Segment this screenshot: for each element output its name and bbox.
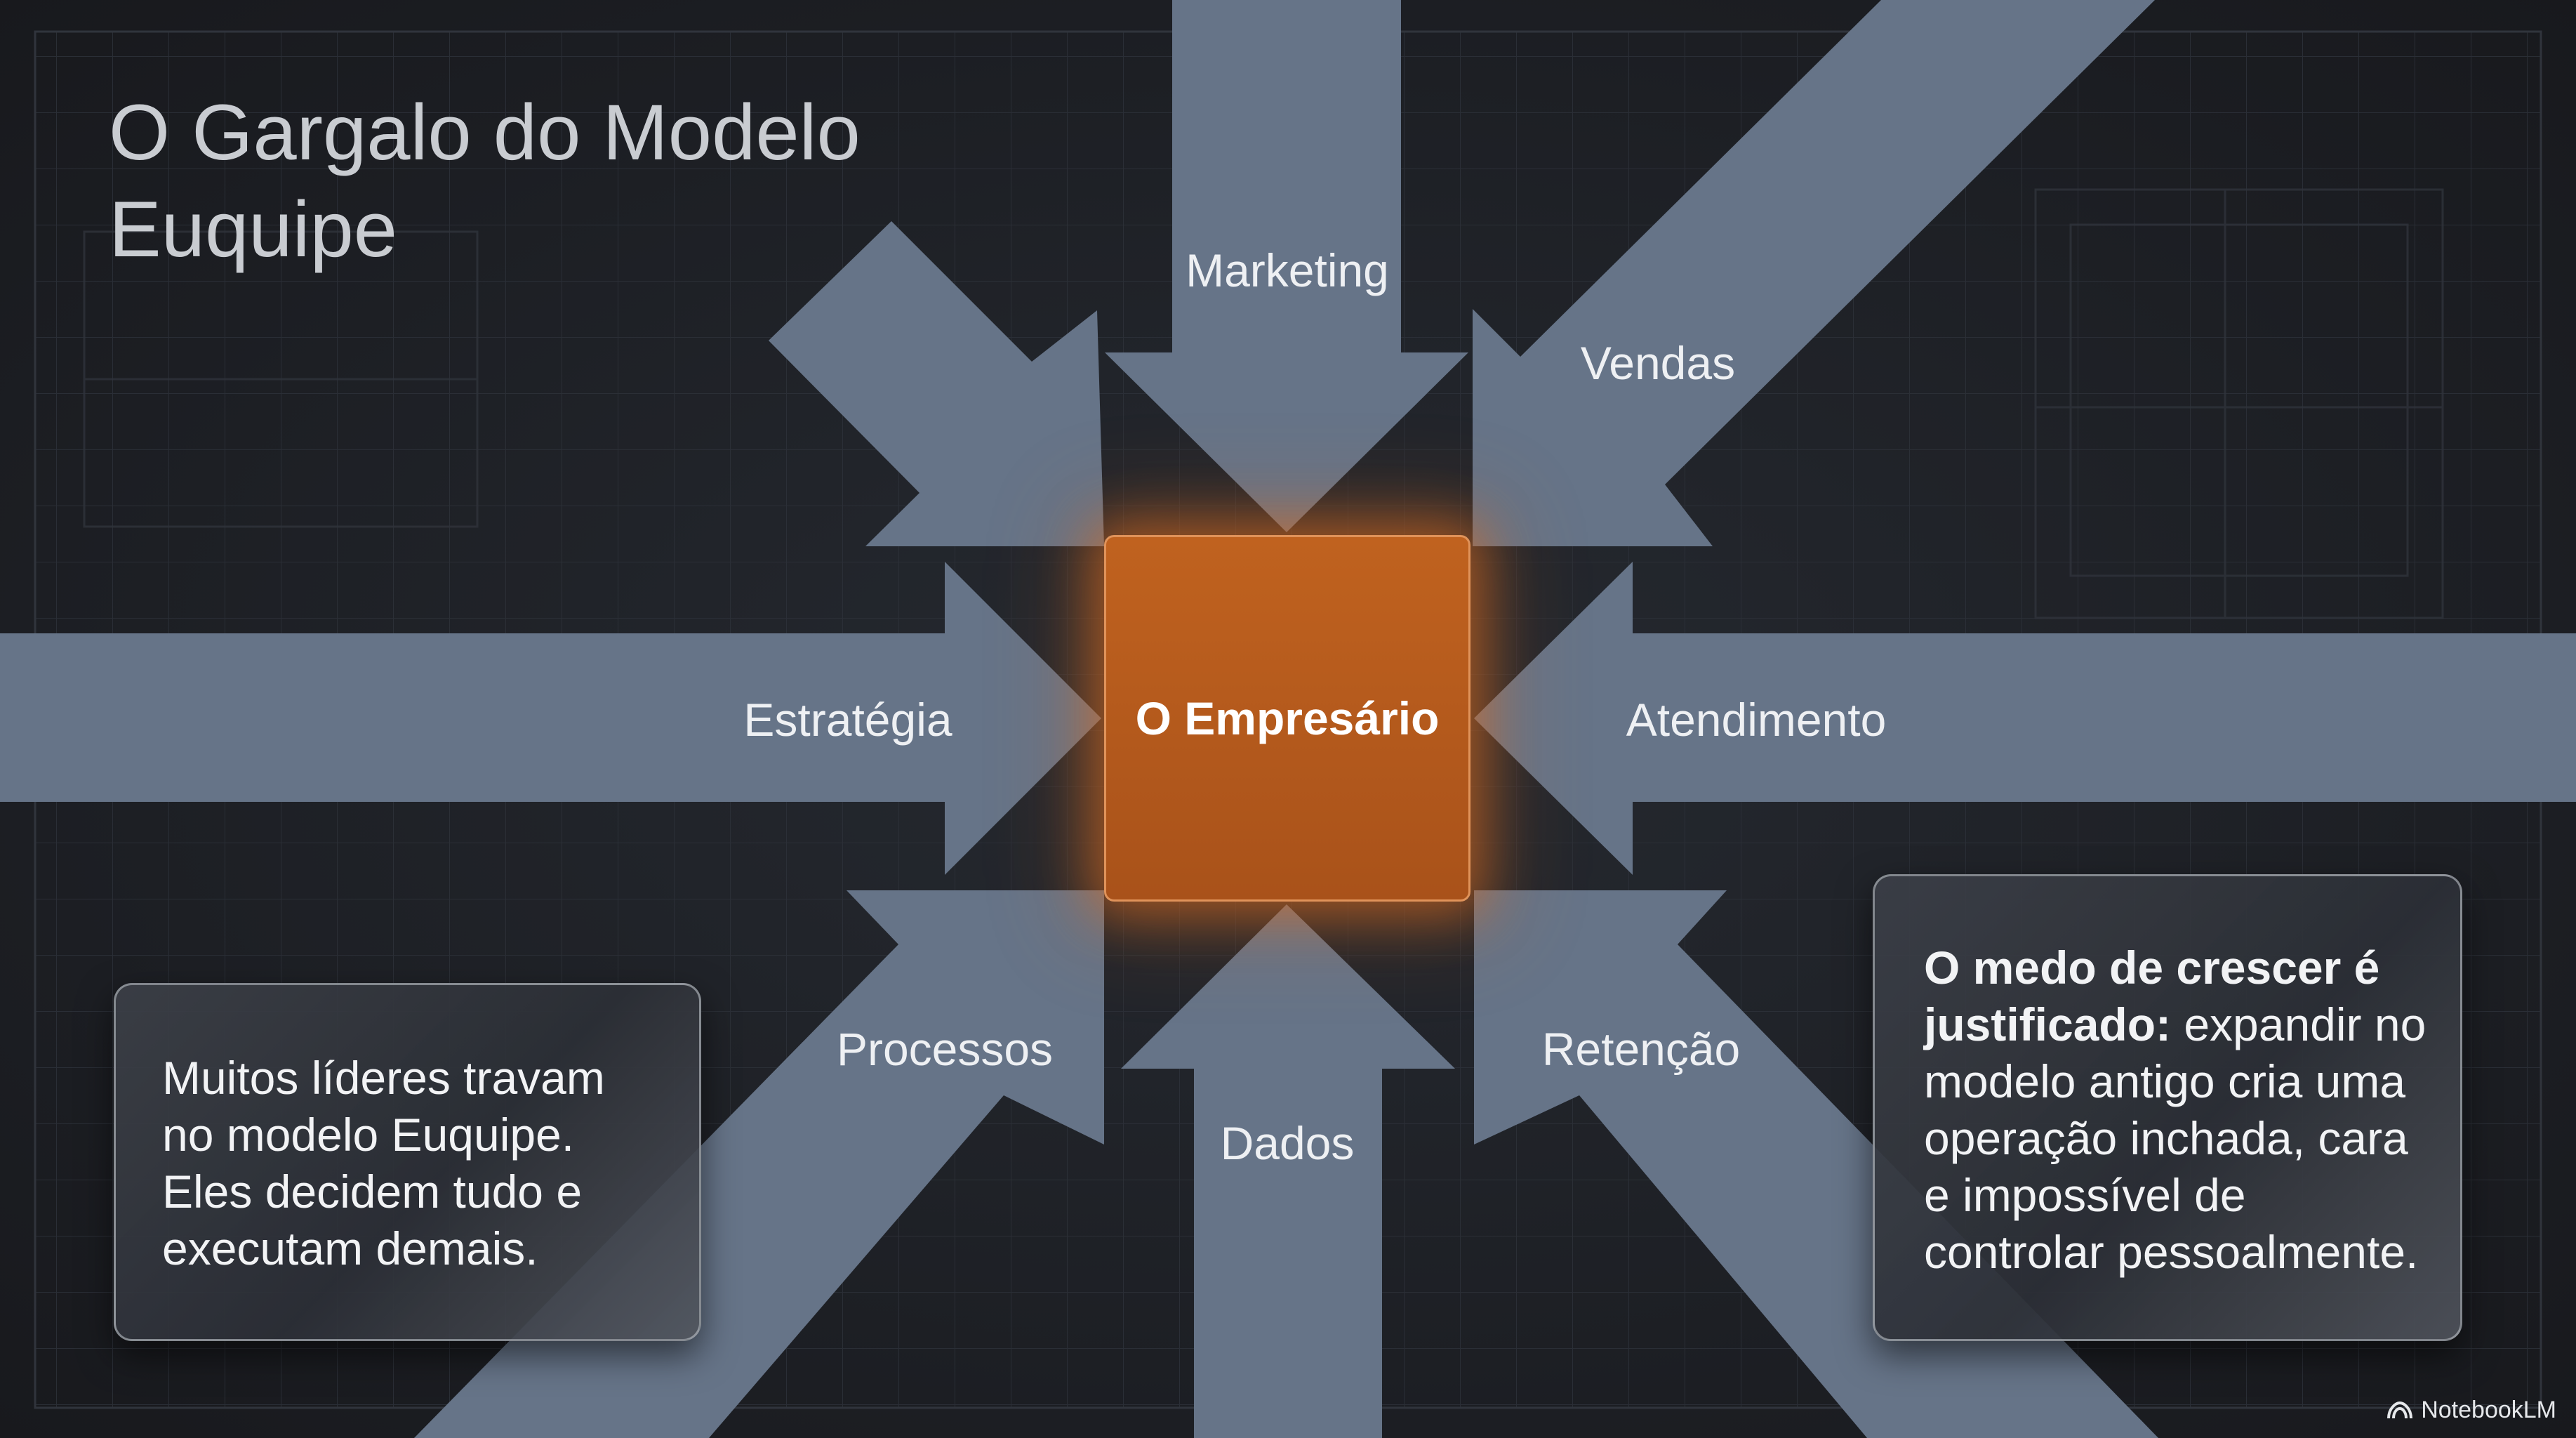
- arrow-marketing: [1105, 0, 1468, 532]
- label-retencao: Retenção: [1541, 1023, 1741, 1075]
- brand-label: NotebookLM: [2421, 1397, 2556, 1423]
- left-card-text: Muitos líderes travam no modelo Euquipe.…: [162, 1052, 605, 1274]
- center-label: O Empresário: [1135, 692, 1440, 744]
- right-card-text: expandir no modelo antigo cria uma opera…: [1924, 998, 2426, 1278]
- arrow-top-left: [769, 221, 1104, 546]
- label-dados: Dados: [1220, 1117, 1355, 1169]
- label-vendas: Vendas: [1580, 337, 1736, 389]
- right-card-lead: O medo de crescer é justificado:: [1924, 942, 2380, 1050]
- right-info-card: O medo de crescer é justificado: expandi…: [1873, 874, 2462, 1341]
- arrow-estrategia: [0, 562, 1101, 875]
- center-node-empresario: O Empresário: [1104, 535, 1470, 902]
- slide-title: O Gargalo do Modelo Euquipe: [109, 88, 861, 273]
- arrow-dados: [1121, 904, 1455, 1438]
- label-atendimento: Atendimento: [1626, 694, 1887, 746]
- brand-watermark: NotebookLM: [2386, 1397, 2556, 1424]
- arrow-vendas: [1473, 0, 2155, 546]
- arrow-atendimento: [1474, 562, 2576, 875]
- left-info-card: Muitos líderes travam no modelo Euquipe.…: [114, 983, 701, 1341]
- label-estrategia: Estratégia: [743, 694, 952, 746]
- label-processos: Processos: [836, 1023, 1054, 1075]
- label-marketing: Marketing: [1186, 244, 1389, 296]
- notebooklm-logo-icon: [2387, 1401, 2413, 1418]
